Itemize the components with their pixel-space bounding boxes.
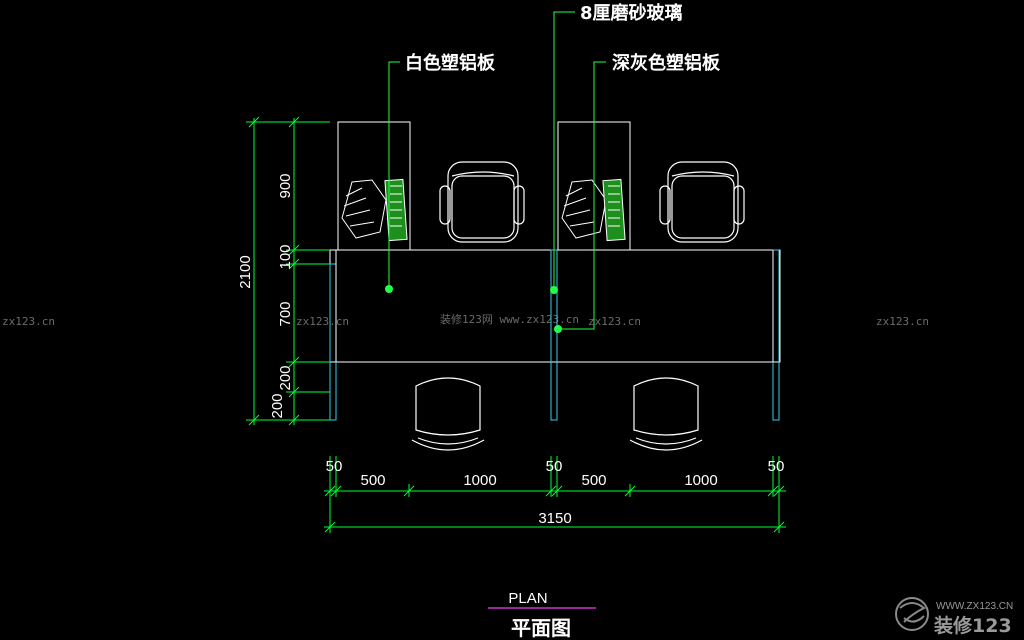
- label-frosted-glass: 8厘磨砂玻璃: [580, 2, 683, 24]
- leader-lines: [388, 11, 606, 330]
- computer-set-right: [561, 178, 626, 242]
- dim-1000-right: 1000: [684, 472, 717, 489]
- computer-set-left: [341, 178, 408, 242]
- swirl-logo-icon: [895, 597, 929, 631]
- dim-50-right: 50: [768, 458, 785, 475]
- watermark-center-left: zx123.cn: [296, 315, 349, 328]
- vertical-dimensions: [246, 116, 330, 426]
- dim-50-middle: 50: [546, 458, 563, 475]
- office-chair-bottom-right: [629, 377, 703, 451]
- dim-total-width: 3150: [538, 510, 571, 527]
- horizontal-dimensions: [324, 456, 786, 533]
- dim-200-lower: 200: [269, 393, 286, 418]
- label-white-panel: 白色塑铝板: [405, 52, 496, 74]
- watermark-center-right: zx123.cn: [588, 315, 641, 328]
- title-plan-zh: 平面图: [511, 617, 571, 640]
- dim-500-left: 500: [360, 472, 385, 489]
- armchair-top-right: [659, 161, 745, 243]
- watermark-right: zx123.cn: [876, 315, 929, 328]
- dim-100: 100: [277, 244, 294, 269]
- logo-url: WWW.ZX123.CN: [936, 601, 1013, 612]
- label-dark-gray-panel: 深灰色塑铝板: [612, 52, 721, 74]
- dim-700: 700: [277, 301, 294, 326]
- dim-200-upper: 200: [277, 365, 294, 390]
- leader-dot-gray-panel: [554, 325, 562, 333]
- watermark-left: zx123.cn: [2, 315, 55, 328]
- dim-500-right: 500: [581, 472, 606, 489]
- dim-50-left: 50: [326, 458, 343, 475]
- logo-name: 装修123: [933, 614, 1012, 637]
- desk-top: [329, 249, 781, 363]
- dim-total-height: 2100: [237, 255, 254, 288]
- leader-dot-white-panel: [385, 285, 393, 293]
- armchair-top-left: [439, 161, 525, 243]
- zx123-logo: WWW.ZX123.CN 装修123: [895, 597, 1013, 637]
- office-chair-bottom-left: [411, 377, 485, 451]
- dim-1000-left: 1000: [463, 472, 496, 489]
- title-plan-en: PLAN: [508, 590, 547, 607]
- leader-dot-glass: [550, 286, 558, 294]
- watermark-center: 装修123网 www.zx123.cn: [440, 312, 579, 326]
- dim-900: 900: [277, 173, 294, 198]
